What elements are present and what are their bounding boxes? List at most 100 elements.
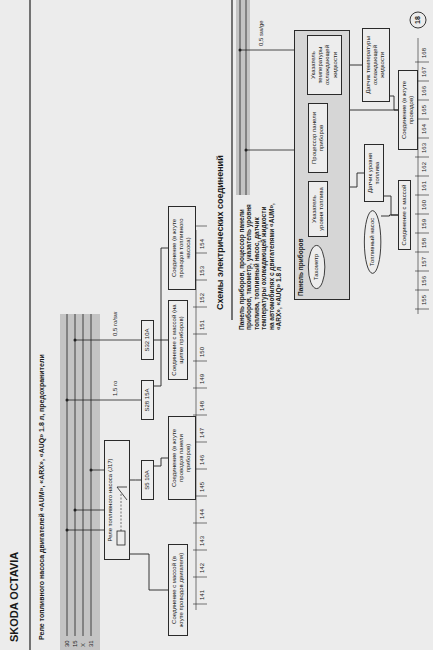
wire-code: 0,5 sw/ge: [258, 20, 265, 46]
column-tick: [193, 550, 207, 551]
junction-dots: [66, 49, 248, 532]
circle-outline: [308, 245, 325, 288]
column-tick: [415, 233, 429, 234]
wire: [75, 510, 104, 511]
bus-line: [91, 314, 92, 636]
node-text: Тахометр: [313, 252, 320, 282]
column-number: 142: [199, 563, 206, 573]
relay-coil-symbol: [117, 531, 125, 545]
column-tick: [415, 176, 429, 177]
instrument-panel: Панель приборовТахометр Указатель уровня …: [294, 30, 350, 300]
circle-outline: [364, 211, 381, 274]
column-number: 152: [199, 293, 206, 303]
fuse-box: S5 10A: [141, 460, 154, 500]
wire: [246, 150, 294, 151]
node-text: Соединение с массой (в жгуте проводов дв…: [171, 548, 185, 632]
header-rule: [29, 0, 30, 650]
node-text: Указатель уровня топлива: [311, 185, 325, 233]
ground-connection: Соединение с массой (в жгуте проводов дв…: [168, 544, 188, 636]
column-tick: [415, 214, 429, 215]
column-tick: [193, 523, 207, 524]
column-number: 143: [199, 536, 206, 546]
junction-dot: [66, 529, 69, 532]
relay-panel-band: [60, 314, 100, 650]
column-number: 148: [199, 401, 206, 411]
junction-dot: [74, 339, 77, 342]
bus-line: [246, 0, 247, 195]
column-number: 166: [421, 86, 428, 96]
column-tick: [415, 290, 429, 291]
bus-band: [236, 0, 250, 195]
column-number: 153: [199, 266, 206, 276]
book-title: SKODA OCTAVIA: [8, 552, 21, 642]
wire-connector: [130, 480, 141, 481]
bus-line: [67, 314, 68, 636]
column-number: 147: [199, 428, 206, 438]
sensor-box: Датчик уровня топлива: [364, 144, 384, 202]
node-text: Соединение (в жгуте проводов): [401, 74, 415, 146]
column-tick: [193, 334, 207, 335]
fuse-box: S28 15A: [141, 380, 154, 420]
relay-box: Реле топливного насоса (J17): [104, 440, 130, 560]
column-number: 151: [199, 320, 206, 330]
bus-line: [240, 0, 241, 195]
node-text: Топливный насос: [369, 217, 376, 267]
column-rule: [196, 230, 197, 610]
node-text: Процессор панели приборов: [311, 107, 325, 169]
junction-dot: [66, 399, 69, 402]
bus-name: 15: [72, 640, 79, 647]
page-number: 18: [414, 12, 422, 28]
junction-dot: [90, 469, 93, 472]
column-tick: [193, 604, 207, 605]
diagram-title: Реле топливного насоса двигателей «AUM»,…: [38, 310, 46, 640]
wire: [75, 340, 141, 341]
relay-link: [121, 494, 122, 531]
wire: [67, 530, 104, 531]
column-number: 164: [421, 124, 428, 134]
column-number: 150: [199, 347, 206, 357]
column-number: 154: [199, 239, 206, 249]
bus-name: X: [80, 643, 87, 647]
column-number: 163: [421, 143, 428, 153]
node-text: Соединение (в жгуте проводов панели приб…: [171, 420, 193, 496]
fuse-box: S32 10A: [141, 320, 154, 360]
diagram-title: Панель приборов, процессор панели прибор…: [238, 202, 283, 330]
wire-code: 1,5 ro: [112, 381, 119, 396]
node-text: Панель приборов: [297, 34, 305, 296]
gauge-box: Указатель уровня топлива: [308, 181, 328, 237]
gauge-box: Указатель температуры охлаждающей жидкос…: [307, 35, 342, 95]
column-number: 157: [421, 257, 428, 267]
column-number: 165: [421, 105, 428, 115]
node-text: Датчик температуры охлаждающей жидкости: [365, 32, 387, 98]
node-text: S5 10A: [144, 464, 151, 496]
column-number: 168: [421, 48, 428, 58]
harness-connection: Соединение (в жгуте проводов топливного …: [168, 206, 196, 290]
header-rule: [231, 0, 232, 320]
column-number: 146: [199, 455, 206, 465]
node-text: S32 10A: [144, 324, 151, 356]
junction-dot: [239, 49, 242, 52]
relay-contact-symbol: [117, 487, 127, 488]
column-tick: [415, 309, 429, 310]
bus-line: [75, 314, 76, 636]
column-tick: [193, 577, 207, 578]
drawing-lines: [30, 0, 426, 650]
column-number: 162: [421, 162, 428, 172]
pump-circle: Топливный насос: [364, 210, 381, 274]
wire: [67, 400, 141, 401]
bus-name: 30: [64, 640, 71, 647]
sensor-box: Датчик температуры охлаждающей жидкости: [362, 28, 390, 102]
node-text: Соединение с массой: [401, 184, 408, 246]
gauge-circle: Тахометр: [308, 245, 325, 289]
node-text: Датчик уровня топлива: [367, 148, 381, 198]
wire: [240, 50, 294, 51]
column-number: 167: [421, 67, 428, 77]
bus-line: [83, 314, 84, 636]
page-heading: Схемы электрических соединений: [215, 155, 225, 310]
column-tick: [415, 271, 429, 272]
bus-name: 31: [88, 640, 95, 647]
junction-dot: [245, 149, 248, 152]
column-number: 141: [199, 590, 206, 600]
column-tick: [193, 307, 207, 308]
junction-dot: [74, 509, 77, 512]
